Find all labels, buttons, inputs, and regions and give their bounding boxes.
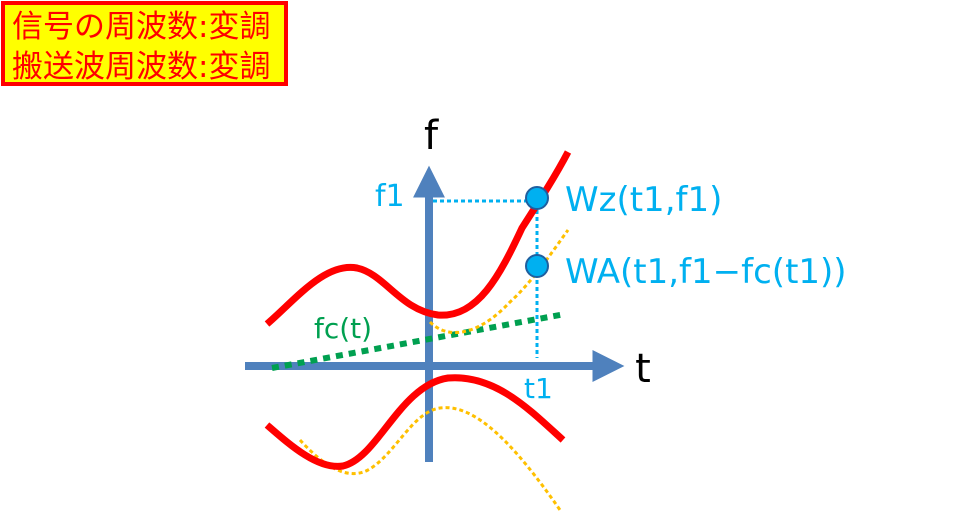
- x-axis-label: t: [635, 346, 651, 392]
- signal-upper-curve: [264, 150, 572, 327]
- f1-label: f1: [375, 179, 405, 214]
- carrier-line: [271, 311, 566, 371]
- carrier-label: fc(t): [314, 312, 372, 345]
- point-wa: [525, 254, 549, 278]
- title-line-2: 搬送波周波数:変調: [12, 49, 271, 85]
- point-wa-label: WA(t1,f1−fc(t1)): [565, 252, 847, 292]
- point-wz: [525, 186, 549, 210]
- t1-label: t1: [524, 372, 553, 405]
- title-line-1: 信号の周波数:変調: [12, 9, 271, 45]
- title-box: 信号の周波数:変調 搬送波周波数:変調: [1, 1, 288, 86]
- shifted-upper-curve: [428, 229, 570, 335]
- signal-lower-curve: [264, 374, 566, 470]
- shifted-lower-curve: [298, 406, 562, 511]
- point-wz-label: Wz(t1,f1): [565, 180, 722, 220]
- y-axis-label: f: [424, 113, 439, 159]
